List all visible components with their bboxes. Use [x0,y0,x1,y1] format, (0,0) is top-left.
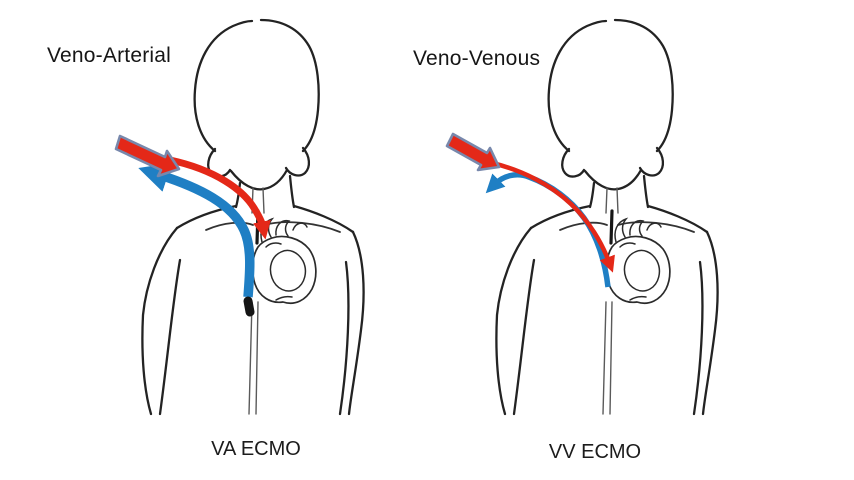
va-inflow-block-arrow-icon [114,134,181,178]
vv-figure [445,18,720,416]
va-venous-drainage-arrow-icon [138,162,255,298]
vv-inflow-block-arrow-icon [445,132,501,172]
va-panel-label: Veno-Arterial [47,44,171,67]
va-cannula-tip [243,296,255,317]
patient-outline-icon [140,18,366,416]
patient-outline-icon [494,18,720,416]
vv-venous-return-arrow-icon [491,160,615,273]
va-arterial-return-arrow-icon [169,156,271,240]
va-cannula-arrows [114,134,271,317]
va-figure [114,18,366,416]
vv-cannula-arrows [445,132,615,288]
vv-caption: VV ECMO [548,441,642,463]
vv-panel-label: Veno-Venous [413,47,541,70]
va-caption: VA ECMO [211,438,301,460]
